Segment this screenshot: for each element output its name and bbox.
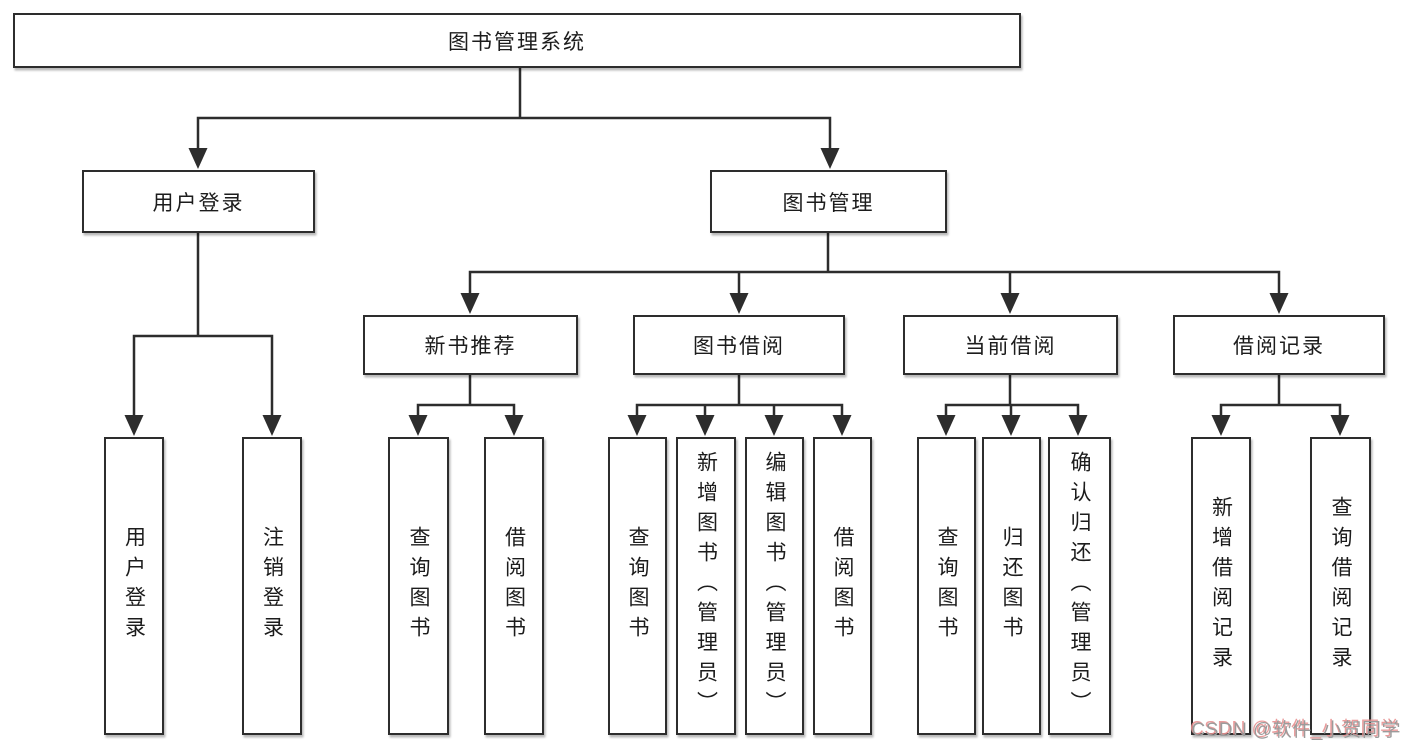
arrowhead [729, 293, 749, 314]
connector-newbook-to-leaves [416, 373, 516, 419]
watermark: CSDN @软件_小贺同学 [1191, 720, 1401, 741]
leaf-add-borrow-record: 新增借阅记录 [1191, 437, 1251, 735]
leaf-confirm-return-admin: 确认归还（管理员） [1048, 437, 1111, 735]
arrowhead [936, 415, 956, 436]
connector-current-to-leaves [944, 373, 1080, 419]
arrowhead [504, 415, 524, 436]
node-new-book-recommendation: 新书推荐 [363, 315, 578, 375]
leaf-edit-book-admin: 编辑图书（管理员） [745, 437, 804, 735]
arrowhead [1330, 415, 1350, 436]
leaf-user-login: 用户登录 [104, 437, 164, 735]
arrowhead [262, 415, 282, 436]
leaf-query-books-recommend: 查询图书 [388, 437, 449, 735]
connector-bookmgmt-to-level3 [468, 231, 1281, 297]
arrowhead [1269, 293, 1289, 314]
arrowhead [1001, 415, 1021, 436]
node-current-borrowing: 当前借阅 [903, 315, 1118, 375]
arrowhead [1000, 293, 1020, 314]
arrowhead [1211, 415, 1231, 436]
leaf-borrow-books-borrowing: 借阅图书 [813, 437, 872, 735]
arrowhead [695, 415, 715, 436]
leaf-borrow-books-recommend: 借阅图书 [484, 437, 544, 735]
leaf-add-book-admin: 新增图书（管理员） [676, 437, 736, 735]
connector-userlogin-to-leaves [132, 231, 274, 419]
leaf-logout: 注销登录 [242, 437, 302, 735]
connector-borrowing-to-leaves [635, 373, 844, 419]
node-user-login: 用户登录 [82, 170, 315, 233]
node-book-borrowing: 图书借阅 [633, 315, 845, 375]
arrowhead [460, 293, 480, 314]
leaf-query-books-current: 查询图书 [917, 437, 976, 735]
arrowhead [627, 415, 647, 436]
leaf-query-borrow-record: 查询借阅记录 [1310, 437, 1371, 735]
arrowhead [408, 415, 428, 436]
leaf-query-books-borrowing: 查询图书 [608, 437, 667, 735]
node-book-management: 图书管理 [710, 170, 947, 233]
arrowhead [188, 148, 208, 169]
arrowhead [820, 148, 840, 169]
arrowhead [764, 415, 784, 436]
connector-root-to-level2 [196, 66, 832, 152]
arrowhead [832, 415, 852, 436]
connector-records-to-leaves [1219, 373, 1342, 419]
node-borrowing-records: 借阅记录 [1173, 315, 1385, 375]
leaf-return-books: 归还图书 [982, 437, 1041, 735]
node-library-system: 图书管理系统 [13, 13, 1021, 68]
arrowhead [124, 415, 144, 436]
arrowhead [1068, 415, 1088, 436]
